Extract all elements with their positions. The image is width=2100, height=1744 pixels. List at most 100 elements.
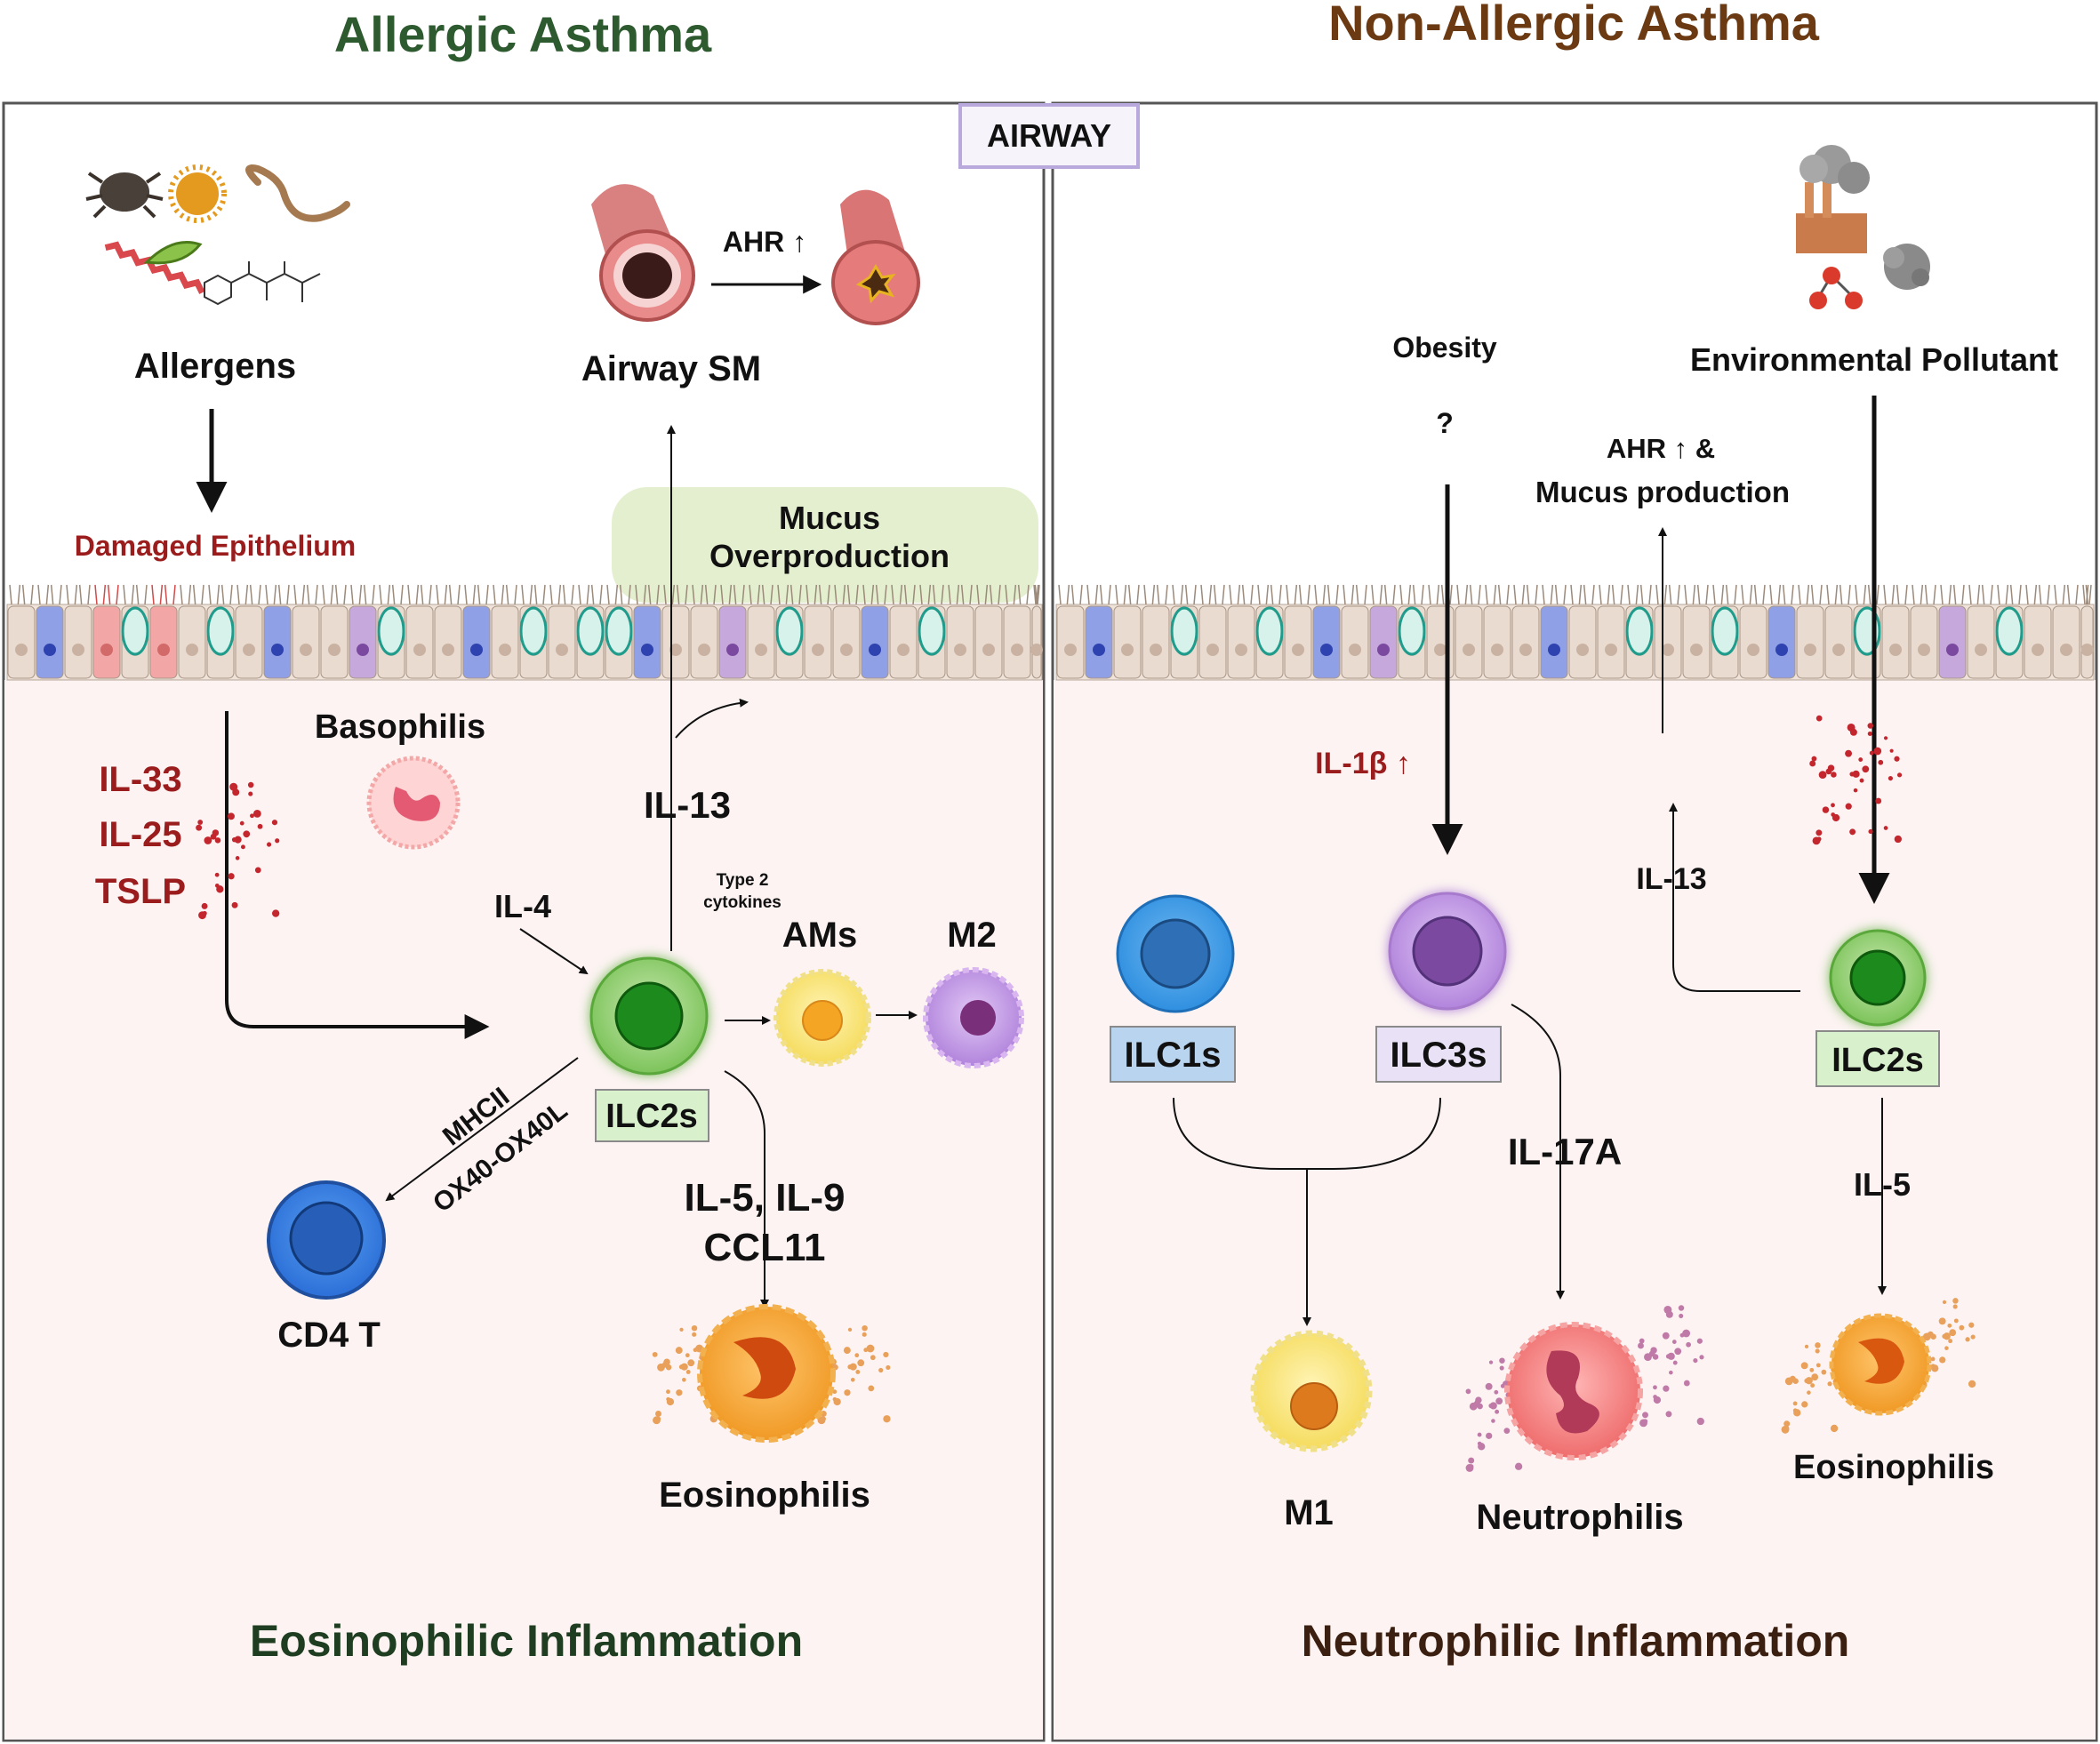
epithelial-cell — [405, 605, 434, 679]
arrow-ilc2-eosinophils — [724, 1070, 769, 1308]
goblet-cell — [1170, 606, 1198, 656]
epithelial-cell — [491, 605, 519, 679]
epithelial-cell — [1767, 605, 1796, 679]
goblet-cell — [918, 606, 946, 656]
epithelial-cell — [36, 605, 64, 679]
label-type2-line1: Type 2 — [717, 871, 769, 890]
epithelial-cell — [1369, 605, 1398, 679]
ilc1s-badge: ILC1s — [1110, 1026, 1236, 1083]
airway-tag — [958, 103, 1140, 169]
label-tslp: TSLP — [95, 872, 186, 911]
goblet-cell — [377, 606, 405, 656]
label-ccl11: CCL11 — [704, 1226, 826, 1269]
epithelial-cell — [1511, 605, 1540, 679]
goblet-cell — [1625, 606, 1654, 656]
label-ilc3s: ILC3s — [1391, 1036, 1487, 1075]
parasite-icon — [143, 241, 203, 265]
epithelial-cell — [1796, 605, 1824, 679]
epithelium-right — [1055, 584, 2095, 681]
label-il33: IL-33 — [99, 760, 181, 799]
label-il25: IL-25 — [99, 815, 181, 854]
epithelial-cell — [1341, 605, 1369, 679]
label-environmental-pollutant: Environmental Pollutant — [1690, 341, 2058, 378]
epithelial-cell — [1113, 605, 1142, 679]
label-ahr-left: AHR ↑ — [723, 226, 806, 258]
epithelial-cell — [2024, 605, 2052, 679]
epithelial-cell — [1540, 605, 1568, 679]
goblet-cell — [576, 606, 605, 656]
label-obesity: Obesity — [1392, 332, 1497, 364]
epithelial-cell — [1597, 605, 1625, 679]
ilc2s-badge-left: ILC2s — [595, 1089, 709, 1142]
epithelial-cell — [2052, 605, 2080, 679]
label-mucus-line2: Overproduction — [709, 538, 950, 574]
label-ahr-mucus-line2: Mucus production — [1535, 476, 1790, 508]
goblet-cell — [605, 606, 633, 656]
title-allergic-asthma: Allergic Asthma — [334, 6, 712, 62]
epithelial-cell — [1031, 605, 1042, 679]
arrow-ilc2-il13 — [1669, 803, 1800, 992]
epithelial-cell — [1003, 605, 1031, 679]
label-il13-right: IL-13 — [1636, 862, 1706, 896]
label-basophils: Basophilis — [315, 708, 485, 746]
label-eosinophils-left: Eosinophilis — [659, 1476, 870, 1515]
label-ilc2s-left: ILC2s — [605, 1098, 697, 1135]
label-eosinophils-right: Eosinophilis — [1793, 1449, 1994, 1486]
epithelial-cell — [263, 605, 292, 679]
left-submucosa — [4, 680, 1043, 1740]
bacteria-chain-icon — [104, 241, 205, 294]
arrow-ilc2-cd4 — [385, 1057, 579, 1202]
epithelial-cell — [1881, 605, 1910, 679]
epithelial-cell — [1312, 605, 1341, 679]
label-cd4t: CD4 T — [277, 1316, 381, 1355]
goblet-cell — [775, 606, 804, 656]
epithelial-cell — [1824, 605, 1853, 679]
right-arrows — [1173, 396, 1890, 1326]
epithelial-cell — [149, 605, 178, 679]
label-il5-right: IL-5 — [1854, 1166, 1911, 1203]
airway-tag-label: AIRWAY — [987, 117, 1111, 154]
particulate-icon — [1883, 244, 1930, 290]
dust-mite-icon — [85, 172, 164, 219]
epithelial-cell — [235, 605, 263, 679]
epithelial-cell — [804, 605, 832, 679]
pollen-icon — [168, 164, 227, 223]
epithelial-cell — [1682, 605, 1711, 679]
epithelial-cell — [1967, 605, 1995, 679]
epithelial-cell — [292, 605, 320, 679]
label-type2-line2: cytokines — [703, 893, 781, 912]
arrow-il13-mucus — [675, 698, 749, 739]
label-il13-left: IL-13 — [644, 784, 731, 826]
epithelial-cell — [974, 605, 1003, 679]
epithelial-cell — [946, 605, 974, 679]
epithelial-cell — [1654, 605, 1682, 679]
epithelial-cell — [64, 605, 92, 679]
am-cell — [773, 969, 871, 1067]
label-neutrophils: Neutrophilis — [1476, 1498, 1683, 1537]
epithelial-cell — [92, 605, 121, 679]
epithelial-cell — [832, 605, 861, 679]
eosinophil-cell-left — [697, 1304, 836, 1443]
epithelial-cell — [1739, 605, 1767, 679]
goblet-cell — [1398, 606, 1426, 656]
factory-icon — [1796, 145, 1870, 253]
label-allergens: Allergens — [134, 347, 296, 386]
m1-cell — [1250, 1330, 1373, 1452]
epithelial-cell — [2080, 605, 2094, 679]
epithelial-cell — [434, 605, 462, 679]
epithelial-cell — [1198, 605, 1227, 679]
label-damaged-epithelium: Damaged Epithelium — [75, 530, 357, 562]
goblet-cell — [1255, 606, 1284, 656]
goblet-cell — [206, 606, 235, 656]
label-m2: M2 — [947, 916, 997, 955]
ilc3-cell — [1388, 892, 1507, 1011]
epithelial-cell — [690, 605, 718, 679]
goblet-cell — [519, 606, 548, 656]
ozone-molecule-icon — [1809, 267, 1863, 309]
epithelial-cell — [861, 605, 889, 679]
ilc3s-badge: ILC3s — [1375, 1026, 1502, 1083]
epithelial-cell — [889, 605, 918, 679]
label-ilc1s: ILC1s — [1125, 1036, 1222, 1075]
epithelial-cell — [7, 605, 36, 679]
